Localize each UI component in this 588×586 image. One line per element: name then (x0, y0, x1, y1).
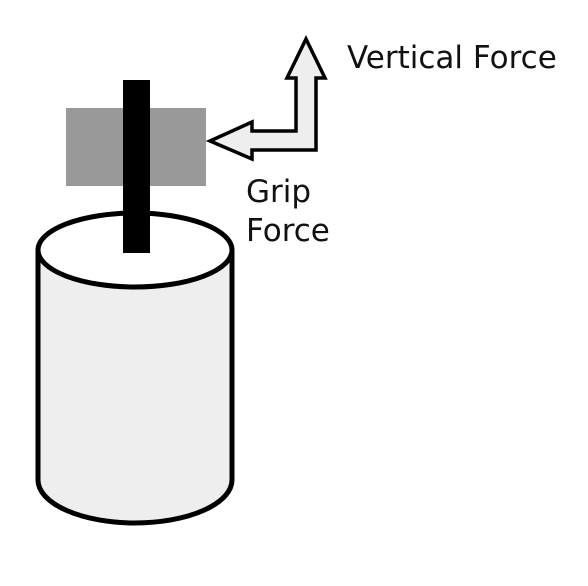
cylinder (35, 210, 235, 526)
cylinder-body (35, 250, 235, 526)
grip-force-label-line1: Grip (246, 174, 311, 210)
rod (123, 80, 150, 253)
force-arrow (205, 35, 328, 162)
vertical-force-label: Vertical Force (347, 40, 557, 76)
grip-force-label-line2: Force (246, 213, 330, 249)
